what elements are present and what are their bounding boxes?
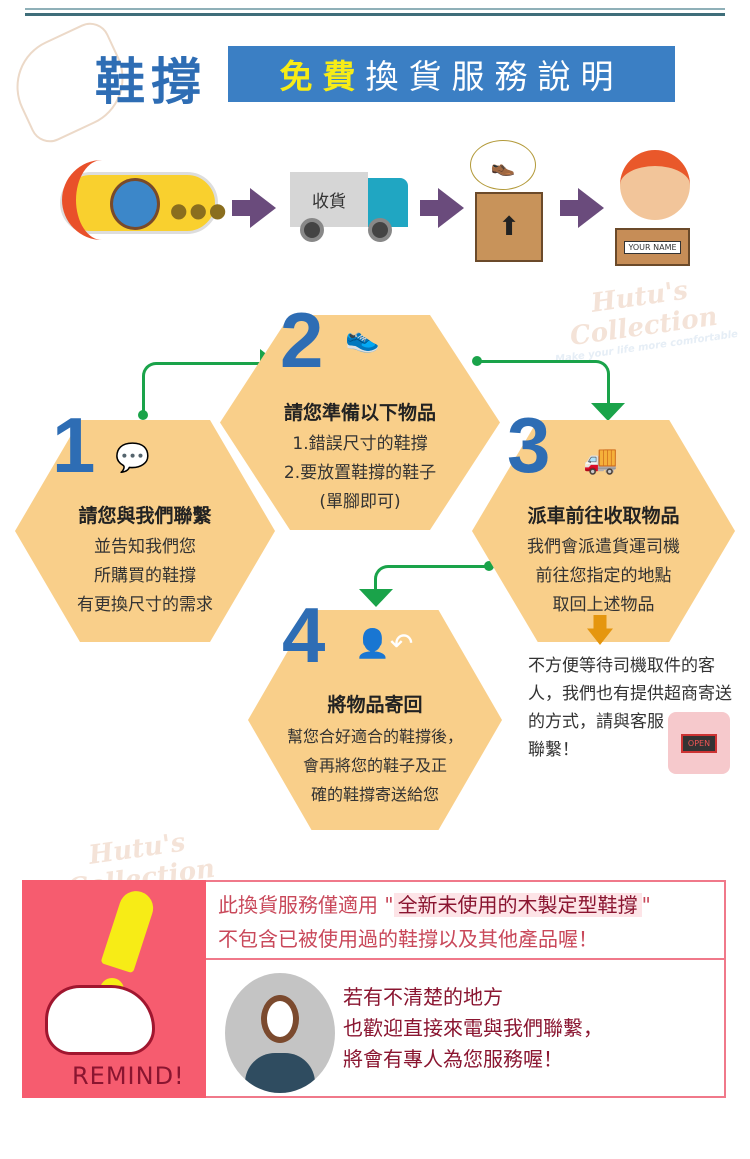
step-title: 將物品寄回 (327, 694, 423, 716)
connector-2-3 (478, 360, 610, 405)
user-return-icon: 👤↶ (355, 627, 414, 660)
step-number: 3 (507, 401, 551, 489)
contact-text: 若有不清楚的地方 也歡迎直接來電與我們聯繫， 將會有專人為您服務喔！ (343, 982, 603, 1075)
top-rule (25, 8, 725, 10)
pointing-hand-icon (45, 985, 155, 1055)
step-line: 並告知我們您 (94, 537, 196, 557)
contact-line: 將會有專人為您服務喔！ (343, 1047, 563, 1071)
step-number: 4 (282, 591, 326, 679)
step-line: 前往您指定的地點 (535, 566, 672, 586)
crate-label: YOUR NAME (624, 240, 681, 254)
phone-icon (62, 160, 102, 240)
convenience-store-note-wrap: 不方便等待司機取件的客人，我們也有提供超商寄送的方式，請與客服聯繫！ (528, 652, 738, 774)
wheel-icon (300, 218, 324, 242)
delivery-man-icon (620, 150, 690, 220)
step-line: 2.要放置鞋撐的鞋子 (283, 462, 437, 483)
connector-arrowhead (359, 589, 393, 607)
customer-service-avatar (225, 973, 335, 1093)
notice-highlight: 全新未使用的木製定型鞋撐 (393, 893, 642, 917)
truck-icon: 收貨 (290, 172, 368, 227)
open-sign: OPEN (680, 733, 718, 753)
truck-icon: 🚚 (583, 443, 618, 476)
remind-label: REMIND! (72, 1062, 185, 1090)
remind-notice: 此換貨服務僅適用 "全新未使用的木製定型鞋撐" 不包含已被使用過的鞋撐以及其他產… (218, 888, 651, 956)
chat-phone-icon: 💬 (115, 441, 150, 474)
step-line: 所購買的鞋撐 (94, 566, 196, 586)
step-line: 我們會派遣貨運司機 (527, 537, 680, 557)
banner-text: 換貨服務說明 (365, 57, 624, 96)
step-line: 取回上述物品 (552, 595, 655, 615)
customer-avatar-icon (110, 178, 160, 230)
contact-line: 也歡迎直接來電與我們聯繫， (343, 1016, 603, 1040)
step-title: 請您準備以下物品 (283, 401, 436, 424)
banner-highlight: 免費 (279, 57, 366, 96)
step-4-hexagon: 將物品寄回 幫您合好適合的鞋撐後， 會再將您的鞋子及正 確的鞋撐寄送給您 (248, 610, 502, 830)
arrow-right-icon (420, 188, 464, 228)
convenience-store-note: 不方便等待司機取件的客人，我們也有提供超商寄送的方式，請與客服聯繫！ (528, 656, 732, 760)
crate-icon: YOUR NAME (615, 228, 690, 266)
notice-text: " (641, 893, 651, 917)
ellipsis-icon: ●●● (170, 198, 229, 222)
arrow-right-icon (560, 188, 604, 228)
step-line: 確的鞋撐寄送給您 (310, 785, 439, 804)
step-number: 2 (280, 296, 324, 384)
wheel-icon (368, 218, 392, 242)
step-number: 1 (52, 401, 96, 489)
step-line: 1.錯誤尺寸的鞋撐 (292, 433, 428, 454)
store-icon: OPEN (668, 712, 730, 774)
step-line: 幫您合好適合的鞋撐後， (286, 727, 463, 746)
truck-label: 收貨 (312, 192, 346, 212)
title-banner: 免費 換貨服務說明 (228, 46, 675, 102)
notice-text: 此換貨服務僅適用 " (218, 893, 394, 917)
shoes-icon: 👞 (470, 140, 536, 190)
step-title: 請您與我們聯繫 (78, 505, 212, 527)
step-line: (單腳即可) (319, 491, 401, 512)
step-line: 會再將您的鞋子及正 (302, 756, 447, 775)
connector-dot (138, 410, 148, 420)
shoe-tree-and-shoe-icon: 👟 (345, 321, 380, 354)
brand-title: 鞋撐 (95, 53, 207, 111)
connector-3-4 (374, 565, 492, 591)
package-box-icon: ⬆ (475, 192, 543, 262)
arrow-right-icon (232, 188, 276, 228)
step-line: 有更換尺寸的需求 (77, 595, 213, 615)
connector-arrowhead (591, 403, 625, 421)
divider (206, 958, 726, 960)
connector-dot (484, 561, 494, 571)
connector-dot (472, 356, 482, 366)
top-rule-thick (25, 13, 725, 16)
step-title: 派車前往收取物品 (527, 505, 680, 527)
connector-1-2 (142, 362, 262, 417)
notice-text: 不包含已被使用過的鞋撐以及其他產品喔！ (218, 927, 598, 951)
contact-line: 若有不清楚的地方 (343, 985, 503, 1009)
